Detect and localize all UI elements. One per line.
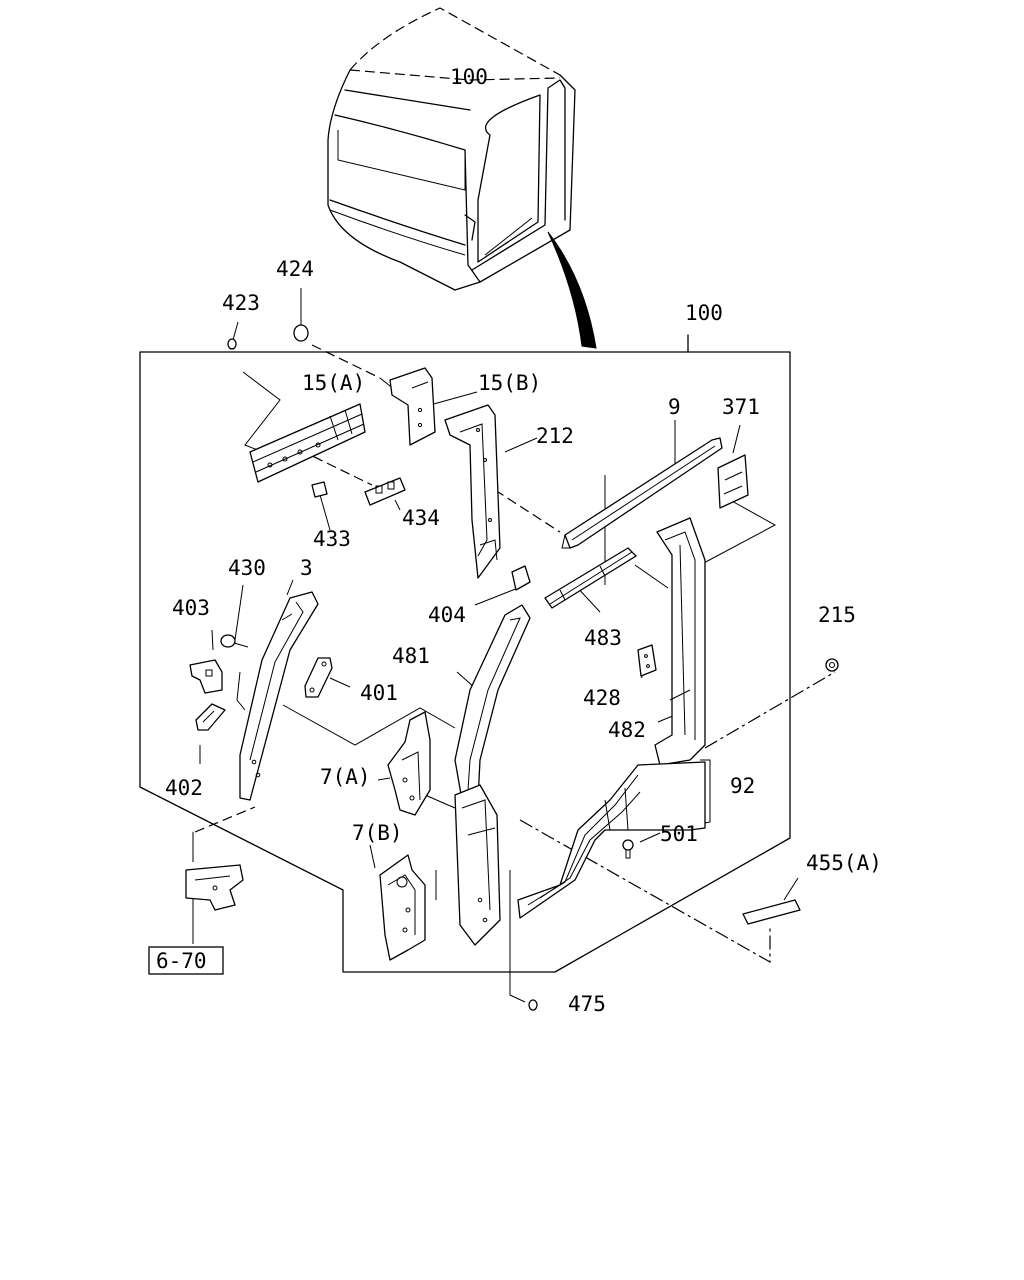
label-423: 423 — [222, 291, 260, 315]
part-423-plug — [227, 338, 237, 350]
part-434-plate — [364, 477, 406, 506]
label-481: 481 — [392, 644, 430, 668]
part-212-pillar — [444, 404, 501, 579]
label-455a: 455(A) — [806, 851, 882, 875]
part-92-step-panel — [517, 761, 706, 919]
leader-lines — [192, 288, 836, 1003]
label-7b: 7(B) — [352, 821, 403, 845]
label-482: 482 — [608, 718, 646, 742]
part-404-clip — [511, 565, 531, 591]
label-212: 212 — [536, 424, 574, 448]
label-403: 403 — [172, 596, 210, 620]
label-3: 3 — [300, 556, 313, 580]
part-433-clip — [311, 481, 328, 498]
part-455a-strip — [742, 899, 801, 925]
label-cab-100: 100 — [450, 65, 488, 89]
part-483-rail — [544, 547, 637, 609]
label-430: 430 — [228, 556, 266, 580]
label-15a: 15(A) — [302, 371, 365, 395]
label-92: 92 — [730, 774, 755, 798]
label-ref-6-70: 6-70 — [156, 949, 207, 973]
part-482-pillar — [654, 517, 706, 766]
label-424: 424 — [276, 257, 314, 281]
label-215: 215 — [818, 603, 856, 627]
label-475: 475 — [568, 992, 606, 1016]
label-501: 501 — [660, 822, 698, 846]
part-424-grommet — [293, 324, 309, 342]
label-404: 404 — [428, 603, 466, 627]
part-15a-bracket — [249, 403, 366, 483]
label-402: 402 — [165, 776, 203, 800]
part-401-plate — [304, 657, 333, 698]
part-481-pillar — [454, 604, 531, 946]
part-402-bracket — [195, 703, 226, 731]
label-frame-100: 100 — [685, 301, 723, 325]
part-6-70-panel — [185, 864, 244, 911]
label-9: 9 — [668, 395, 681, 419]
label-433: 433 — [313, 527, 351, 551]
reference-box — [148, 946, 224, 975]
part-15b-bracket — [389, 367, 436, 446]
part-501-screw — [622, 839, 634, 859]
label-428: 428 — [583, 686, 621, 710]
part-430-bolt — [220, 634, 249, 648]
label-7a: 7(A) — [320, 765, 371, 789]
label-401: 401 — [360, 681, 398, 705]
part-3-pillar — [239, 591, 319, 801]
part-7a-bracket — [387, 711, 431, 816]
part-215-nut — [825, 658, 839, 672]
part-428-plate — [637, 644, 657, 677]
label-434: 434 — [402, 506, 440, 530]
label-483: 483 — [584, 626, 622, 650]
part-9-rail — [561, 437, 723, 549]
part-475-grommet — [528, 999, 538, 1011]
label-371: 371 — [722, 395, 760, 419]
assembly-frame — [139, 351, 791, 973]
cab-body — [327, 7, 576, 291]
part-403-bracket — [189, 659, 223, 694]
part-371-bracket — [717, 454, 749, 509]
direction-arrow — [547, 231, 597, 349]
label-15b: 15(B) — [478, 371, 541, 395]
part-7b-bracket — [379, 854, 426, 961]
